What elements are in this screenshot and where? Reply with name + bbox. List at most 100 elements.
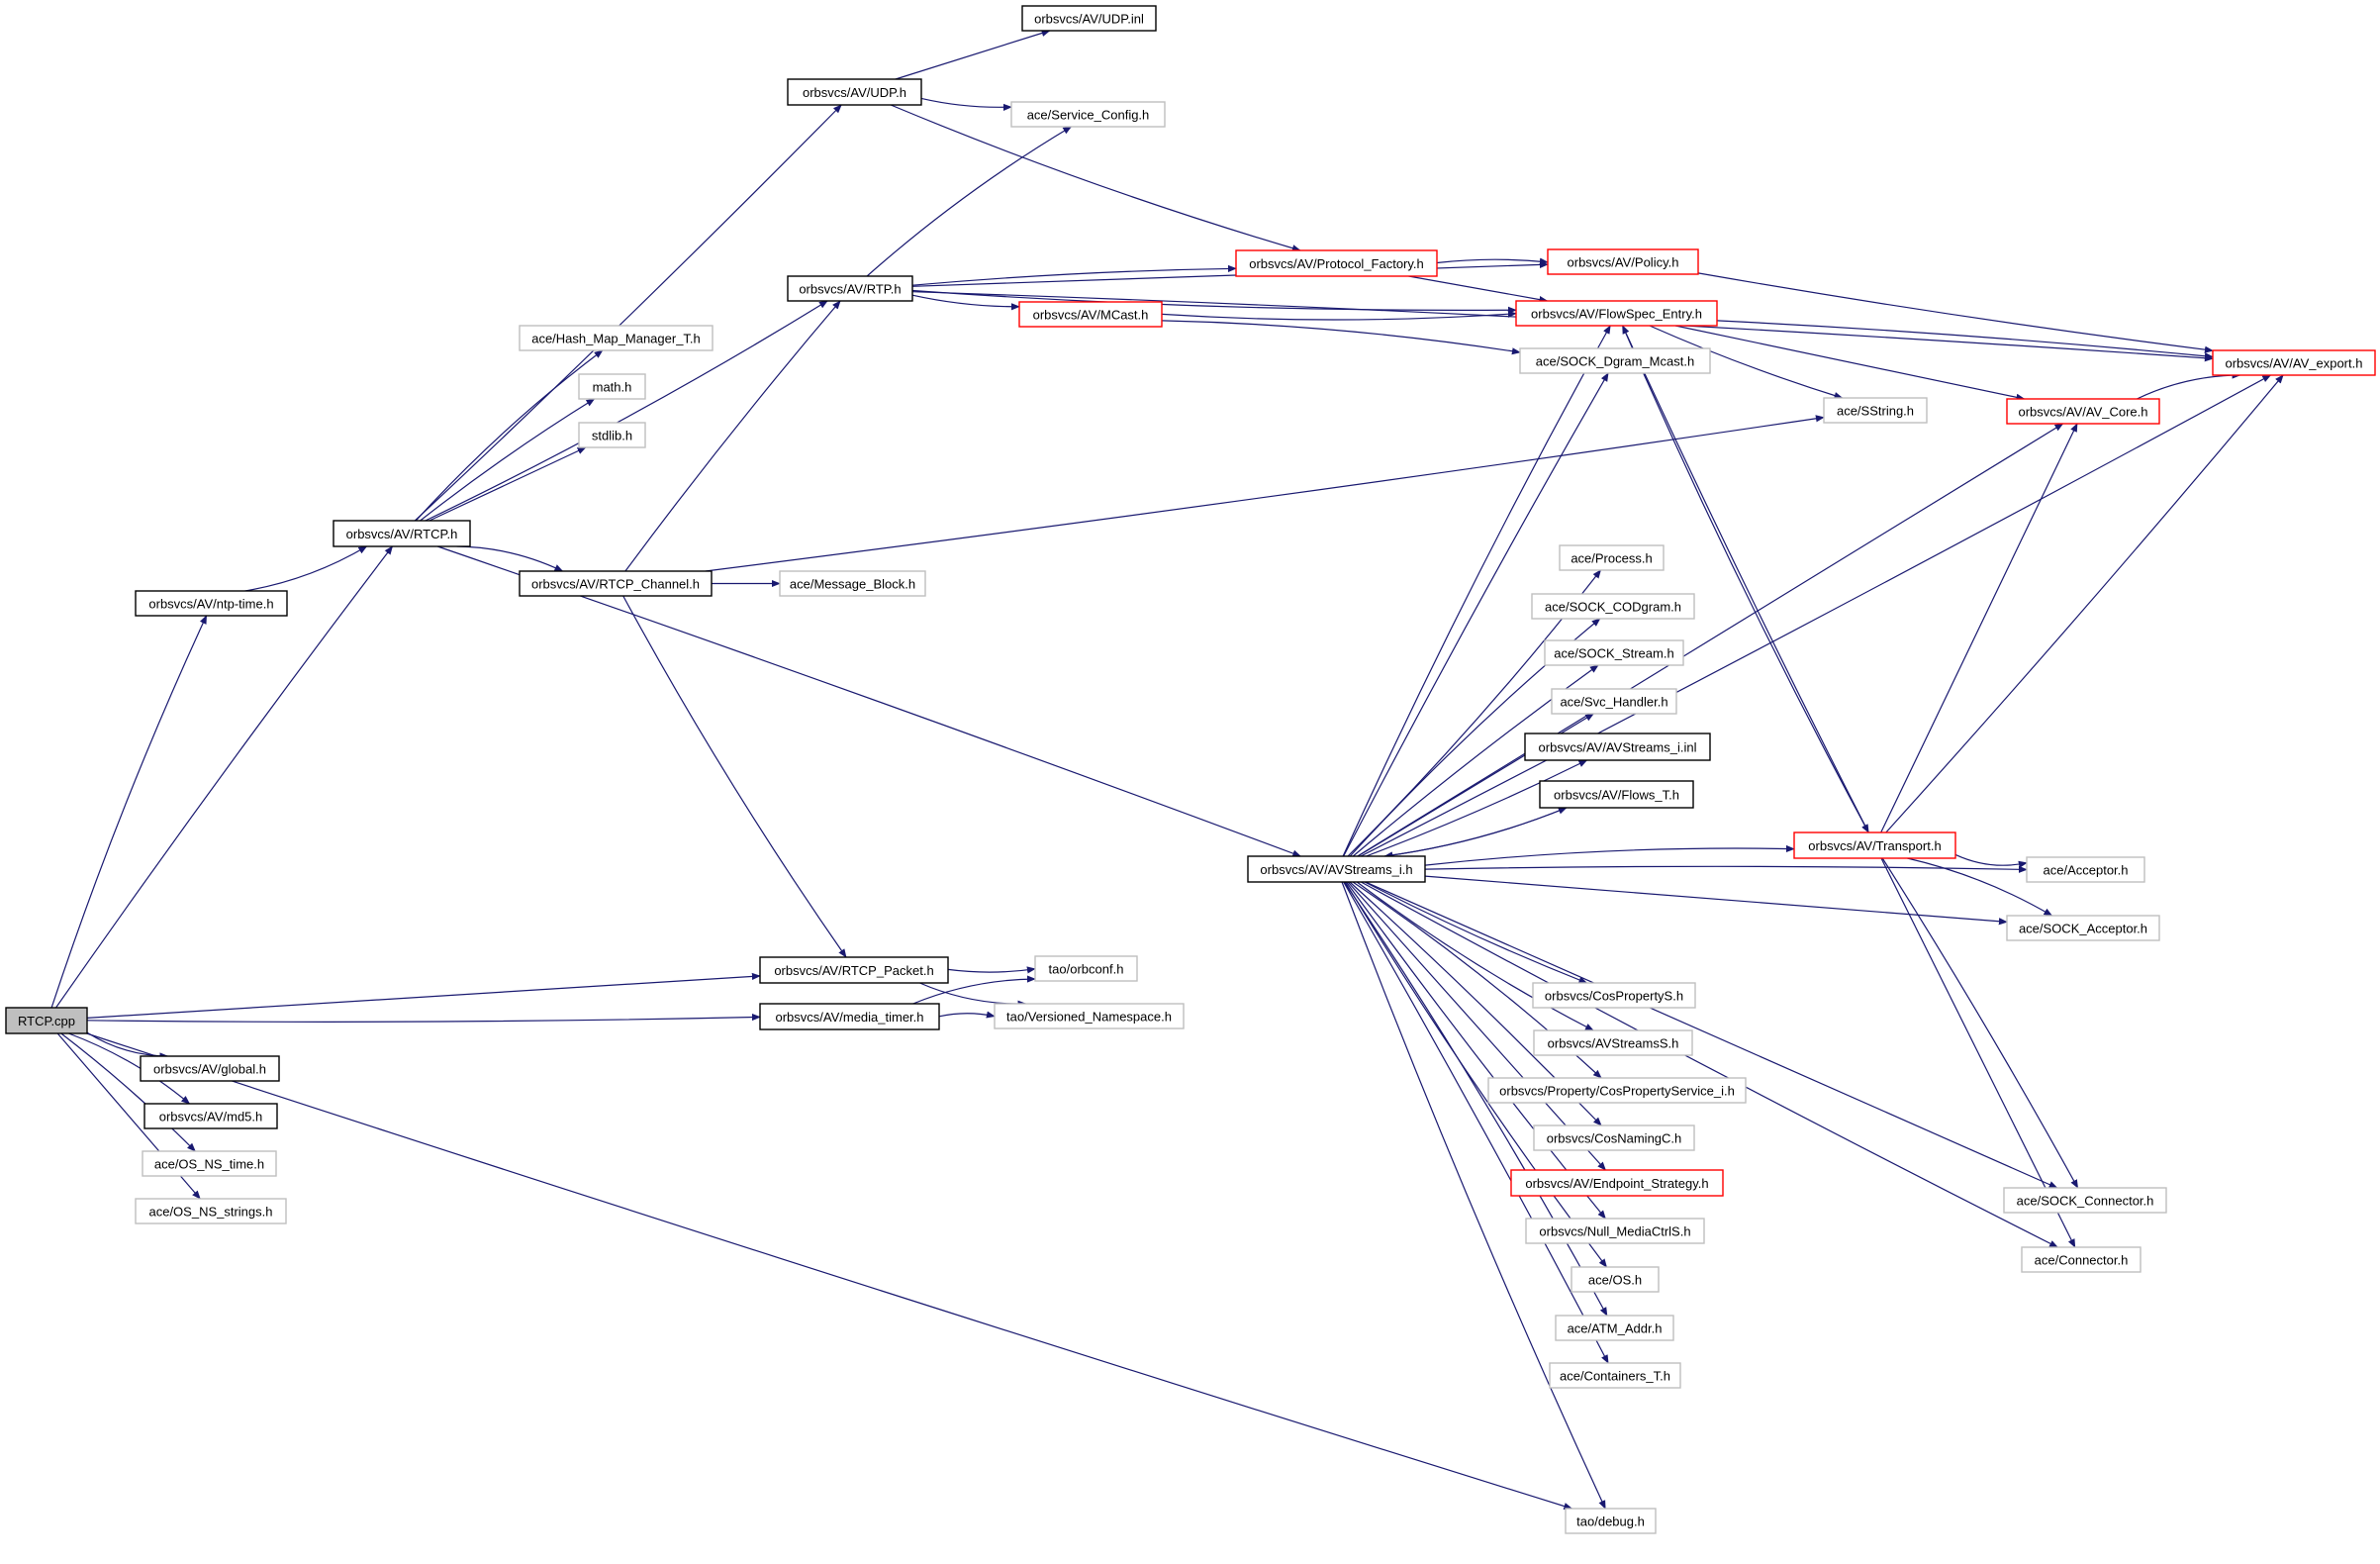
node-label: orbsvcs/AV/Transport.h — [1808, 838, 1941, 853]
graph-node-svc-handler: ace/Svc_Handler.h — [1551, 688, 1677, 715]
node-box — [143, 1103, 278, 1129]
node-label: ace/SOCK_Stream.h — [1554, 646, 1673, 661]
edge-media_timer-to-orbconf — [912, 975, 1036, 1005]
edge-rtp_h-to-protocol_factory — [911, 264, 1237, 286]
graph-node-flowspec[interactable]: orbsvcs/AV/FlowSpec_Entry.h — [1515, 300, 1718, 327]
node-box — [1571, 1266, 1660, 1293]
node-label: orbsvcs/Property/CosPropertyService_i.h — [1499, 1084, 1735, 1099]
node-label: ace/Containers_T.h — [1560, 1369, 1670, 1384]
node-box — [779, 570, 926, 597]
node-box — [1247, 855, 1426, 883]
edge-udp_h-to-service_config — [920, 97, 1012, 111]
node-box — [1565, 1508, 1657, 1534]
graph-node-transport-h[interactable]: orbsvcs/AV/Transport.h — [1793, 831, 1956, 859]
node-label: tao/orbconf.h — [1049, 962, 1124, 977]
node-box — [519, 570, 713, 597]
edge-avstreams_i-to-flows_t — [1384, 807, 1568, 857]
node-label: ace/Hash_Map_Manager_T.h — [531, 332, 701, 346]
node-label: ace/SString.h — [1837, 404, 1914, 419]
graph-node-mcast-h[interactable]: orbsvcs/AV/MCast.h — [1018, 301, 1163, 328]
graph-node-endpoint-strategy[interactable]: orbsvcs/AV/Endpoint_Strategy.h — [1510, 1169, 1724, 1197]
graph-node-ace-os: ace/OS.h — [1571, 1266, 1660, 1293]
graph-node-rtcp-channel[interactable]: orbsvcs/AV/RTCP_Channel.h — [519, 570, 713, 597]
graph-node-flows-t[interactable]: orbsvcs/AV/Flows_T.h — [1539, 780, 1694, 809]
edge-rtp_h-to-policy_h — [911, 260, 1549, 287]
graph-node-av-core[interactable]: orbsvcs/AV/AV_Core.h — [2006, 398, 2160, 425]
node-label: ace/Service_Config.h — [1027, 108, 1150, 123]
node-box — [1487, 1077, 1747, 1104]
graph-node-policy-h[interactable]: orbsvcs/AV/Policy.h — [1547, 248, 1699, 275]
graph-node-udp-inl[interactable]: orbsvcs/AV/UDP.inl — [1021, 5, 1157, 32]
edge-avstreams_i-to-sock_connector — [1365, 881, 2058, 1189]
graph-node-rtp-h[interactable]: orbsvcs/AV/RTP.h — [787, 275, 913, 302]
node-label: orbsvcs/AV/media_timer.h — [775, 1010, 923, 1025]
node-label: orbsvcs/AV/AV_export.h — [2226, 356, 2363, 371]
node-label: orbsvcs/AV/AVStreams_i.inl — [1539, 740, 1697, 755]
node-box — [1533, 1029, 1693, 1056]
edge-rtp_h-to-mcast_h — [911, 294, 1020, 311]
graph-node-avstreams-i[interactable]: orbsvcs/AV/AVStreams_i.h — [1247, 855, 1426, 883]
graph-node-acceptor-h: ace/Acceptor.h — [2026, 856, 2145, 883]
node-box — [1525, 1218, 1705, 1244]
node-box — [1555, 1315, 1674, 1341]
node-label: ace/Svc_Handler.h — [1560, 695, 1667, 710]
edge-transport_h-to-av_export — [1885, 374, 2284, 833]
graph-node-service-config: ace/Service_Config.h — [1010, 101, 1166, 128]
edge-avstreams_i-to-av_core — [1357, 423, 2064, 857]
node-box — [994, 1003, 1185, 1029]
edge-media_timer-to-versioned_ns — [938, 1011, 996, 1019]
graph-node-connector-h: ace/Connector.h — [2021, 1246, 2142, 1273]
node-box — [787, 275, 913, 302]
node-label: math.h — [593, 380, 632, 395]
edge-rtcp_cpp-to-md5_h — [68, 1032, 191, 1105]
graph-node-rtcp-cpp[interactable]: RTCP.cpp — [5, 1007, 88, 1034]
node-label: orbsvcs/AV/RTP.h — [799, 282, 901, 297]
node-label: ace/OS.h — [1588, 1273, 1642, 1288]
edge-rtcp_cpp-to-global_h — [86, 1031, 169, 1060]
node-label: ace/Acceptor.h — [2044, 863, 2129, 878]
graph-node-message-block: ace/Message_Block.h — [779, 570, 926, 597]
graph-node-av-export[interactable]: orbsvcs/AV/AV_export.h — [2212, 349, 2376, 376]
node-box — [578, 422, 646, 448]
node-label: orbsvcs/AV/UDP.h — [803, 85, 906, 100]
graph-node-rtcp-h[interactable]: orbsvcs/AV/RTCP.h — [333, 520, 471, 547]
graph-node-cosproperty-s: orbsvcs/CosPropertyS.h — [1532, 982, 1696, 1009]
edge-rtcp_channel-to-sstring — [705, 415, 1825, 572]
graph-node-sock-stream: ace/SOCK_Stream.h — [1544, 639, 1684, 666]
graph-node-avstreams-inl[interactable]: orbsvcs/AV/AVStreams_i.inl — [1524, 733, 1711, 761]
edge-rtcp_cpp-to-rtcp_h — [55, 545, 394, 1009]
node-box — [1547, 248, 1699, 275]
graph-node-media-timer[interactable]: orbsvcs/AV/media_timer.h — [759, 1003, 940, 1030]
graph-node-sock-connector: ace/SOCK_Connector.h — [2003, 1187, 2167, 1214]
edge-avstreams_i-to-connector_h — [1361, 881, 2059, 1248]
graph-node-protocol-factory[interactable]: orbsvcs/AV/Protocol_Factory.h — [1235, 249, 1438, 277]
edge-rtcp_cpp-to-media_timer — [86, 1013, 761, 1023]
graph-node-ntp-time-h[interactable]: orbsvcs/AV/ntp-time.h — [135, 590, 288, 617]
edge-rtcp_h-to-hash_map — [415, 349, 604, 522]
node-box — [1235, 249, 1438, 277]
edge-udp_h-to-udp_inl — [895, 29, 1051, 80]
edge-rtcp_cpp-to-os_ns_strings — [56, 1032, 201, 1200]
node-label: stdlib.h — [592, 429, 632, 443]
node-label: ace/OS_NS_time.h — [154, 1157, 264, 1172]
edge-policy_h-to-av_export — [1697, 272, 2214, 353]
graph-node-sock-acceptor: ace/SOCK_Acceptor.h — [2006, 915, 2160, 941]
edge-rtp_h-to-service_config — [866, 126, 1073, 277]
graph-node-udp-h[interactable]: orbsvcs/AV/UDP.h — [787, 78, 922, 106]
graph-node-global-h[interactable]: orbsvcs/AV/global.h — [140, 1055, 280, 1082]
graph-node-sock-codgram: ace/SOCK_CODgram.h — [1531, 593, 1695, 620]
edge-avstreams_i-to-transport_h — [1424, 844, 1795, 866]
node-label: ace/ATM_Addr.h — [1568, 1321, 1663, 1336]
node-label: orbsvcs/AV/global.h — [153, 1062, 266, 1077]
node-label: orbsvcs/AV/md5.h — [159, 1110, 263, 1124]
edge-rtcp_h-to-udp_h — [414, 104, 842, 522]
graph-node-md5-h[interactable]: orbsvcs/AV/md5.h — [143, 1103, 278, 1129]
graph-node-rtcp-packet[interactable]: orbsvcs/AV/RTCP_Packet.h — [759, 956, 949, 984]
graph-node-stdlib-h: stdlib.h — [578, 422, 646, 448]
node-box — [759, 1003, 940, 1030]
graph-node-sstring: ace/SString.h — [1823, 397, 1928, 424]
node-box — [1559, 544, 1665, 571]
graph-node-orbconf: tao/orbconf.h — [1034, 955, 1138, 982]
node-label: orbsvcs/AV/RTCP_Channel.h — [531, 577, 700, 592]
graph-node-sock-dgram-mcast: ace/SOCK_Dgram_Mcast.h — [1519, 347, 1711, 374]
